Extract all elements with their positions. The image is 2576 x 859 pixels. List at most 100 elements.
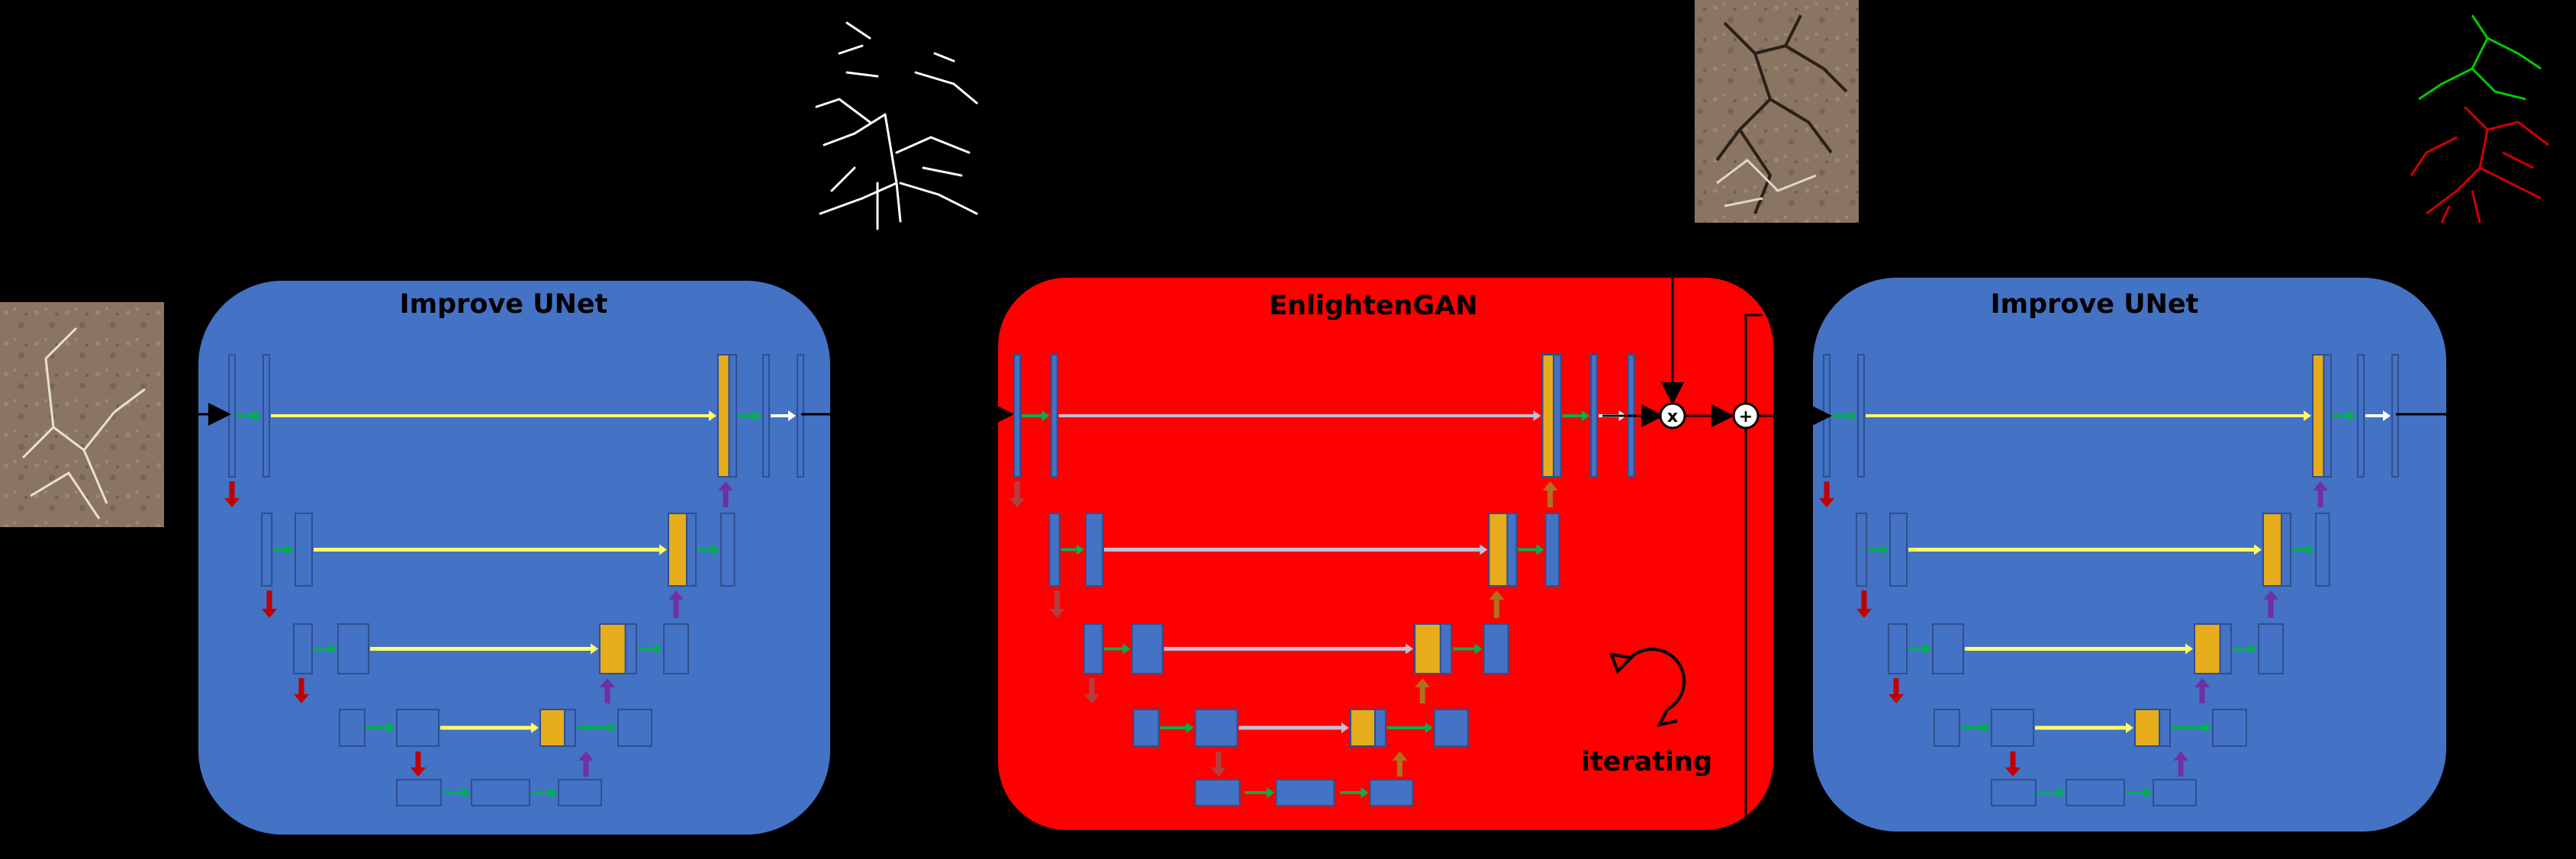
conv-arrow-head [1849,410,1856,421]
conv-arrow-head [1186,722,1194,733]
conv-arrow-head [1536,544,1544,555]
feature-block [1369,779,1414,806]
conv-arrow-head [1425,722,1433,733]
skip-connection-head [591,643,598,655]
feature-block [1013,354,1021,478]
unet-architecture-left [224,354,804,806]
feature-block [293,623,313,674]
skip-connection-head [1480,544,1488,555]
downsample-arrow-head [1819,498,1834,507]
upsample-arrow-head [2263,590,2278,600]
feature-block [262,354,270,478]
upsample-arrow-head [2194,678,2210,687]
multiply-operator: x [1659,402,1686,430]
panel-title-gan: EnlightenGAN [1269,291,1477,321]
skip-connection-head [2126,722,2133,733]
feature-block [1433,709,1469,747]
feature-block [2258,623,2284,674]
feature-block [1131,623,1164,674]
conv-arrow-head [286,544,294,555]
feature-block [1132,709,1160,747]
downsample-arrow-head [224,498,240,507]
feature-block [1083,623,1103,674]
conv-arrow-head [388,722,395,733]
feature-block [797,354,804,478]
svg-text:x: x [1667,407,1678,426]
conv-arrow-head [712,544,720,555]
upsample-arrow-head [1542,481,1558,491]
upsample-arrow-head [1392,751,1408,761]
feature-block [2212,709,2247,747]
conv-arrow-head [549,787,557,798]
conv-arrow-head [1122,643,1131,655]
feature-block [1544,513,1560,587]
output-arrow-head [2383,410,2391,421]
feature-block [339,709,365,747]
upsample-arrow-head [1415,678,1431,687]
feature-block [1194,779,1241,806]
feature-block [1194,709,1238,747]
feature-block [396,779,442,806]
conv-arrow-head [1582,410,1589,421]
conv-arrow-head [1881,544,1889,555]
feature-block [337,623,369,674]
upsample-arrow-head [668,590,684,600]
iterating-label: iterating [1581,747,1712,777]
conv-arrow-head [329,643,336,655]
concat-block [1541,354,1554,478]
conv-arrow-head [254,410,262,421]
concat-block [668,513,687,587]
feature-block [1857,354,1865,478]
add-operator: + [1732,402,1760,430]
concat-block [2262,513,2282,587]
feature-block [762,354,770,478]
feature-block [558,779,602,806]
concat-block [2134,709,2160,747]
downsample-arrow-head [1084,694,1100,703]
conv-arrow-head [2204,722,2211,733]
feature-block [1050,354,1058,478]
enhanced-soil-image [1695,0,1859,223]
downsample-arrow-head [1210,767,1226,777]
feature-block [261,513,273,587]
feature-block [2357,354,2365,478]
skip-connection-head [2254,544,2262,555]
skip-connection-head [531,722,539,733]
feature-block [2391,354,2399,478]
output-arrow-head [788,410,796,421]
conv-arrow-head [609,722,617,733]
downsample-arrow-head [1049,609,1065,618]
concat-block [717,354,730,478]
conv-arrow-head [1267,787,1275,798]
conv-arrow-head [1982,722,1990,733]
feature-block [1275,779,1335,806]
conv-arrow-head [2144,787,2152,798]
concat-block [1414,623,1441,674]
concat-block [1349,709,1376,747]
feature-block [471,779,530,806]
downsample-arrow-head [262,609,277,618]
concat-block [539,709,565,747]
feature-block [1991,779,2037,806]
conv-arrow-head [1474,643,1483,655]
feature-block [1048,513,1061,587]
input-soil-image [0,302,164,527]
skip-connection-head [2304,410,2311,421]
skip-connection-head [1341,722,1349,733]
skip-connection-head [1406,643,1414,655]
circular-arrow-icon [1608,647,1686,727]
feature-block [1888,623,1908,674]
downsample-arrow-head [2005,767,2021,777]
feature-block [228,354,236,478]
upsample-arrow-head [600,678,615,687]
feature-block [720,513,736,587]
skip-connection-head [659,544,667,555]
conv-arrow-head [2307,544,2314,555]
conv-arrow-head [655,643,662,655]
upsample-arrow-head [718,481,733,491]
unet-panel-left [198,281,830,835]
upsample-arrow-head [2313,481,2328,491]
concat-block [2312,354,2325,478]
binary-mask-image [815,21,978,230]
feature-block [1889,513,1908,587]
